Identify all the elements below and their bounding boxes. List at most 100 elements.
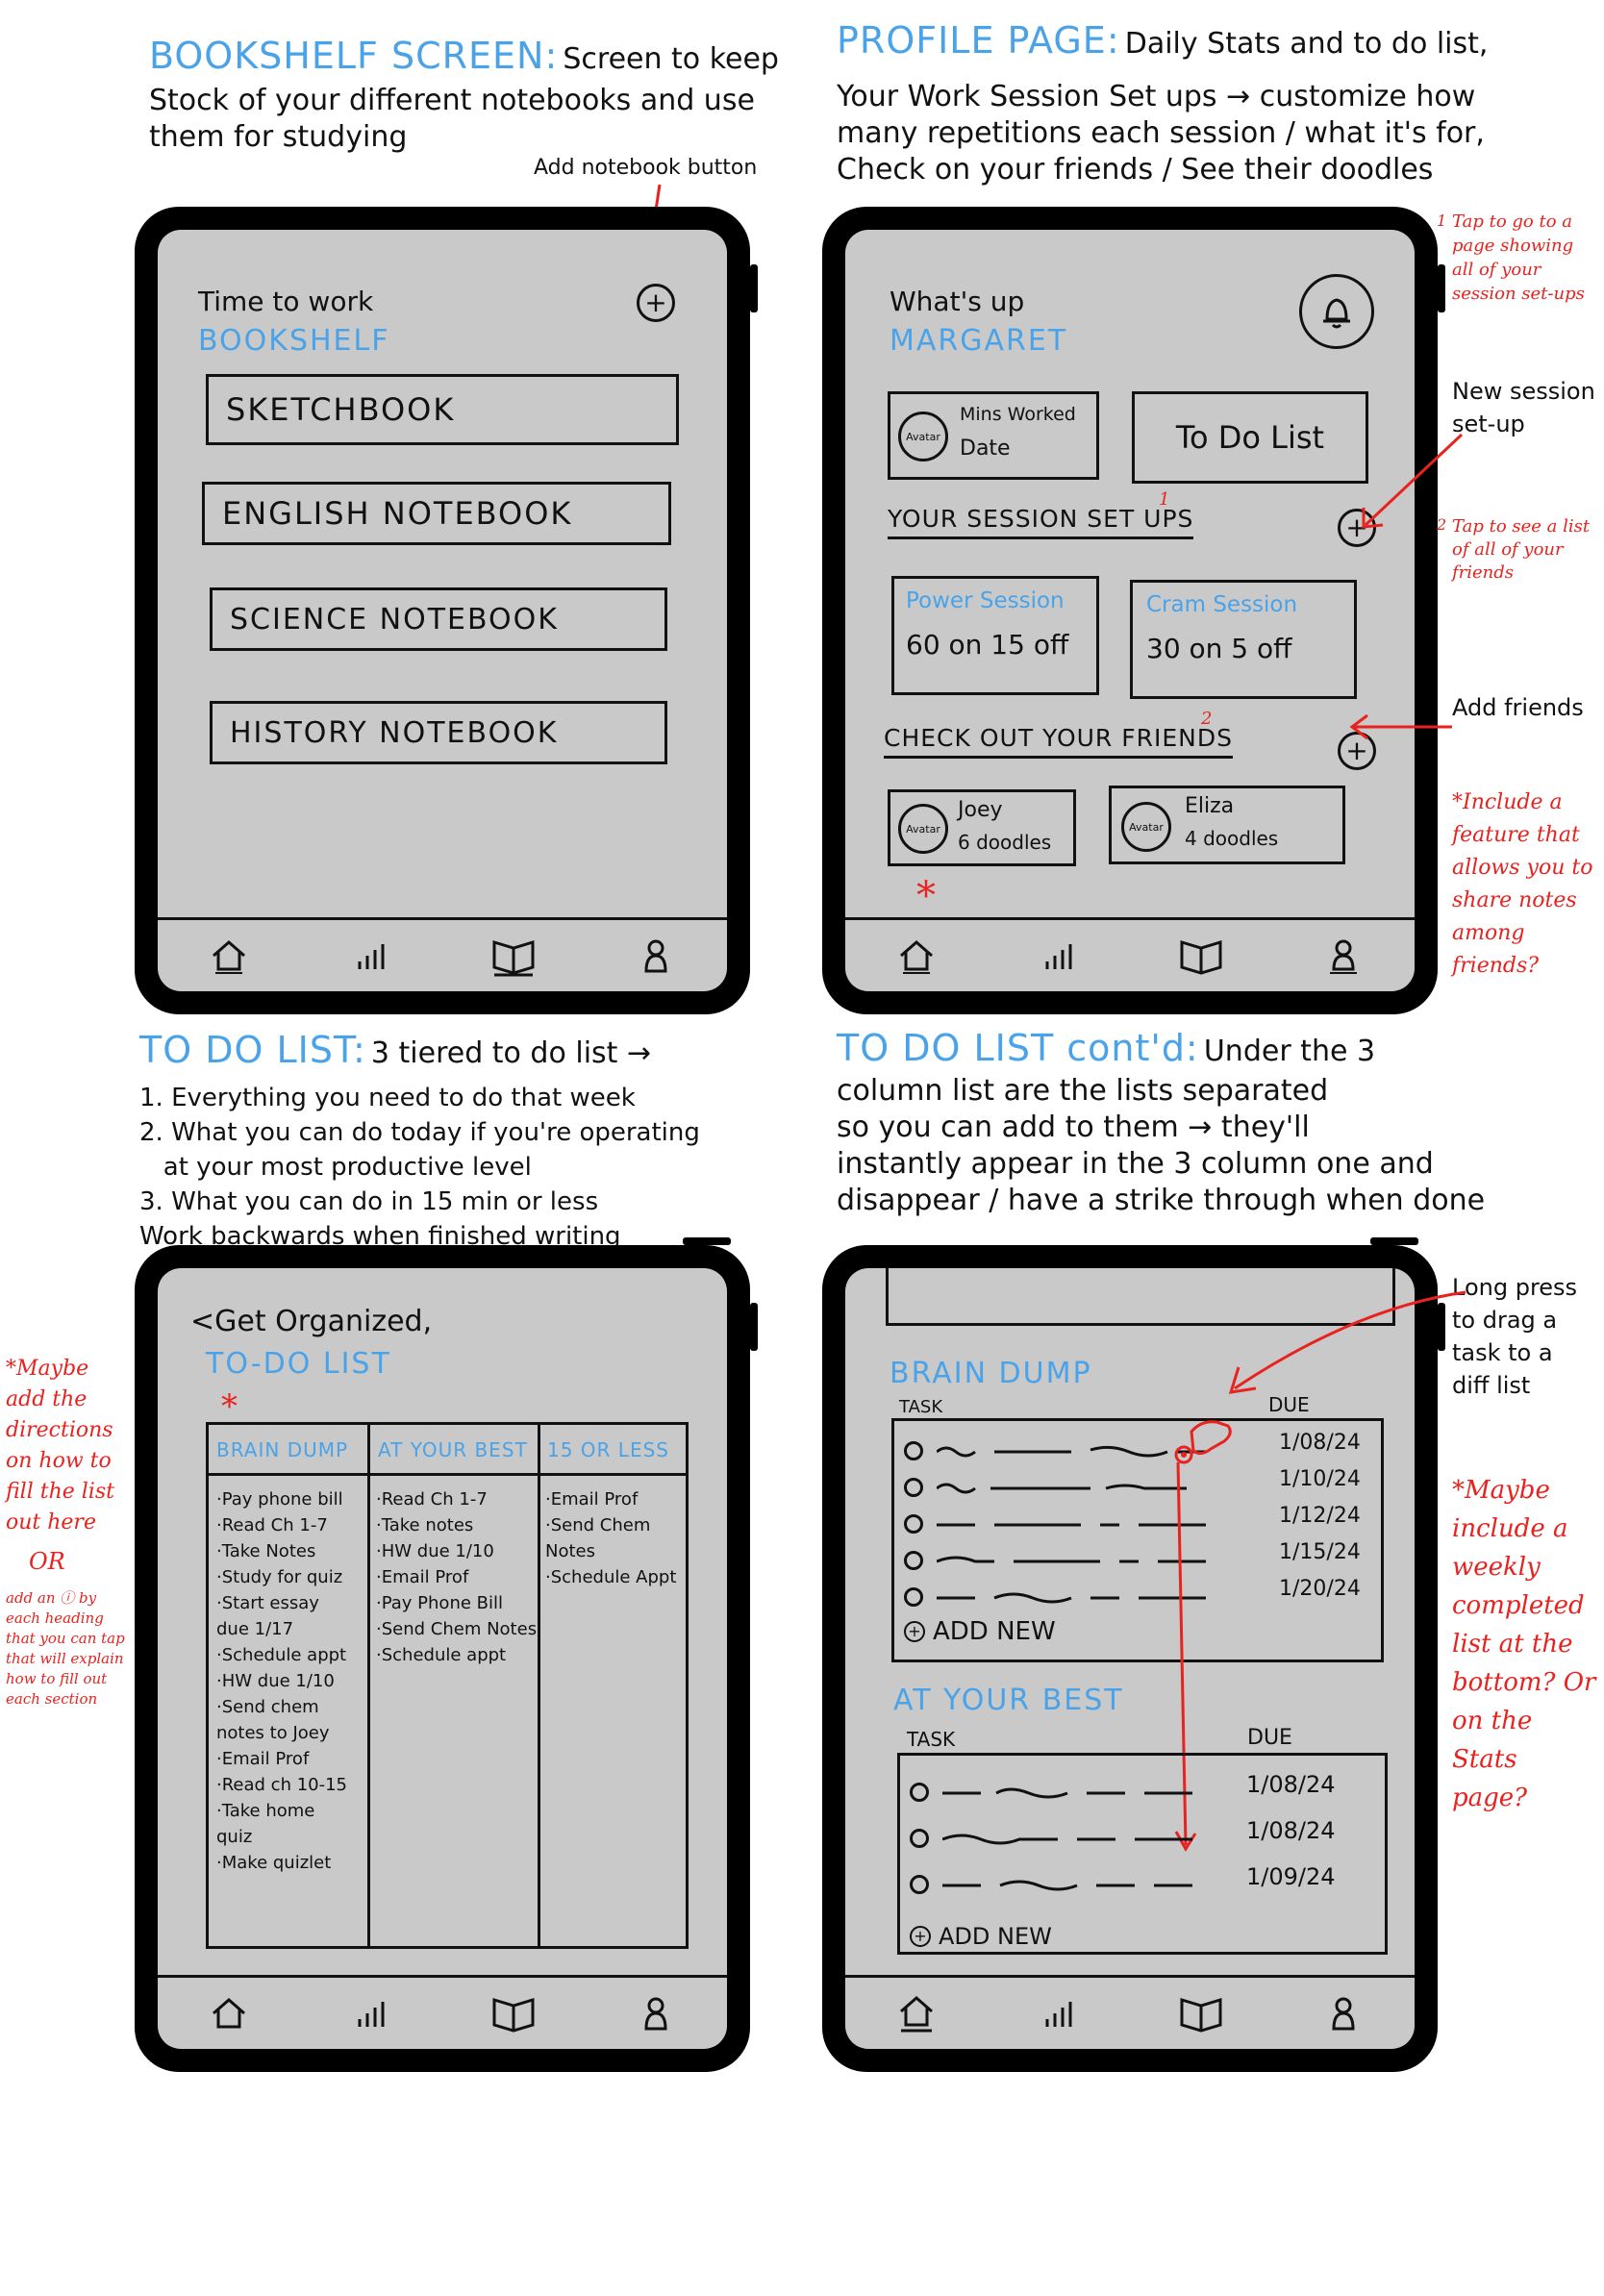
home-icon[interactable] [893,1990,940,2036]
bookshelf-tablet: Time to work BOOKSHELF + SKETCHBOOK ENGL… [135,207,758,1014]
tap1-num: 1 [1437,212,1447,230]
session-setups-heading[interactable]: YOUR SESSION SET UPS [888,505,1194,539]
notebook-history[interactable]: HISTORY NOTEBOOK [210,701,667,764]
due-date: 1/08/24 [1279,1431,1361,1455]
daily-stats-card[interactable]: Avatar Mins Worked Date [888,391,1099,480]
q2-desc-line3: many repetitions each session / what it'… [837,116,1485,150]
home-icon[interactable] [206,1990,252,2036]
book-icon[interactable] [490,933,537,979]
15-or-less-items[interactable]: ·Email Prof ·Send Chem Notes ·Schedule A… [545,1489,677,1587]
session-card-cram[interactable]: Cram Session 30 on 5 off [1130,580,1357,699]
book-icon[interactable] [1178,933,1224,979]
directions-marker: * [221,1387,238,1426]
task-row[interactable] [904,1433,1206,1469]
share-notes-note: *Include a feature that allows you to sh… [1452,790,1593,978]
q2-caption-desc1: Daily Stats and to do list, [1124,27,1489,61]
stats-icon[interactable] [348,1990,394,2036]
friend-name: Joey [958,798,1003,822]
friends-marker: 2 [1201,709,1213,729]
add-icon: + [910,1926,931,1947]
q2-desc-line2: Your Work Session Set ups → customize ho… [837,80,1476,113]
q1-desc-line2: Stock of your different notebooks and us… [149,84,755,117]
session-name: Power Session [906,588,1065,613]
notification-button[interactable] [1299,274,1374,349]
at-your-best-heading: AT YOUR BEST [893,1684,1124,1717]
task-row[interactable] [904,1542,1206,1579]
task-row[interactable] [910,1815,1192,1861]
brain-dump-items[interactable]: ·Pay phone bill ·Read Ch 1-7 ·Take Notes… [216,1489,348,1873]
add-friend-button[interactable]: + [1338,732,1376,770]
book-icon[interactable] [490,1990,537,2036]
add-new-label: ADD NEW [933,1617,1056,1646]
q4-caption: TO DO LIST cont'd: Under the 3 [837,1027,1375,1069]
back-button[interactable]: <Get Organized, [190,1305,433,1338]
profile-icon[interactable] [633,933,679,979]
q1-caption-desc1: Screen to keep [563,42,779,76]
q3-list-2: 2. What you can do today if you're opera… [139,1118,700,1147]
todo-list-button[interactable]: To Do List [1132,391,1368,484]
stats-icon[interactable] [1036,933,1082,979]
bell-icon [1323,298,1350,329]
profile-icon[interactable] [1320,1990,1366,2036]
checkbox[interactable] [904,1514,923,1534]
task-row[interactable] [910,1861,1192,1908]
q4-desc-line4: instantly appear in the 3 column one and [837,1147,1434,1181]
checkbox[interactable] [904,1587,923,1607]
task-row[interactable] [904,1469,1206,1506]
todo-detail-tablet: BRAIN DUMP TASK DUE 1/08/24 1/10/24 1/12… [822,1237,1445,2072]
todo-detail-tabbar [845,1975,1415,2049]
at-your-best-list: 1/08/24 1/08/24 1/09/24 + ADD NEW [897,1753,1388,1955]
profile-icon[interactable] [633,1990,679,2036]
todo-detail-screen: BRAIN DUMP TASK DUE 1/08/24 1/10/24 1/12… [845,1268,1415,2049]
session-card-power[interactable]: Power Session 60 on 15 off [891,576,1099,695]
q3-list-2b: at your most productive level [139,1153,532,1182]
due-date: 1/10/24 [1279,1467,1361,1491]
stats-icon[interactable] [348,933,394,979]
add-notebook-annotation: Add notebook button [534,156,758,180]
checkbox[interactable] [904,1478,923,1497]
add-new-label: ADD NEW [939,1923,1052,1950]
q4-desc-line5: disappear / have a strike through when d… [837,1184,1486,1217]
weekly-list-note: *Maybe include a weekly completed list a… [1452,1476,1596,1812]
checkbox[interactable] [910,1783,929,1802]
friend-card-eliza[interactable]: Avatar Eliza 4 doodles [1109,786,1345,864]
checkbox[interactable] [910,1875,929,1894]
avatar: Avatar [1121,802,1171,852]
task-row[interactable] [904,1579,1206,1615]
notebook-science[interactable]: SCIENCE NOTEBOOK [210,587,667,651]
checkbox[interactable] [910,1829,929,1848]
home-icon[interactable] [206,933,252,979]
at-your-best-items[interactable]: ·Read Ch 1-7 ·Take notes ·HW due 1/10 ·E… [376,1489,538,1665]
checkbox[interactable] [904,1551,923,1570]
profile-icon[interactable] [1320,933,1366,979]
notebook-english[interactable]: ENGLISH NOTEBOOK [202,482,671,545]
home-icon[interactable] [893,933,940,979]
q2-caption-title: PROFILE PAGE: [837,19,1120,62]
friend-card-joey[interactable]: Avatar Joey 6 doodles [888,789,1076,866]
mins-worked-label: Mins Worked [960,404,1076,425]
q3-list-3: 3. What you can do in 15 min or less [139,1187,599,1216]
column-head-at-your-best[interactable]: AT YOUR BEST [378,1438,528,1461]
q4-caption-title: TO DO LIST cont'd: [837,1027,1199,1069]
q1-caption: BOOKSHELF SCREEN: Screen to keep [149,35,779,77]
add-new-at-your-best[interactable]: + ADD NEW [910,1923,1052,1950]
friends-heading[interactable]: CHECK OUT YOUR FRIENDS [884,724,1233,759]
q2-desc-line4: Check on your friends / See their doodle… [837,153,1434,187]
notebook-sketchbook[interactable]: SKETCHBOOK [206,374,679,445]
column-head-15-or-less[interactable]: 15 OR LESS [547,1438,669,1461]
stats-icon[interactable] [1036,1990,1082,2036]
q1-caption-title: BOOKSHELF SCREEN: [149,35,559,77]
q3-caption-desc1: 3 tiered to do list → [370,1036,652,1070]
checkbox[interactable] [904,1441,923,1460]
avatar: Avatar [898,412,948,462]
task-row[interactable] [904,1506,1206,1542]
add-new-brain-dump[interactable]: + ADD NEW [904,1617,1056,1646]
friend-name: Eliza [1185,794,1235,818]
column-head-brain-dump[interactable]: BRAIN DUMP [216,1438,349,1461]
book-icon[interactable] [1178,1990,1224,2036]
add-notebook-button[interactable]: + [637,284,675,322]
task-row[interactable] [910,1769,1192,1815]
bookshelf-screen: Time to work BOOKSHELF + SKETCHBOOK ENGL… [158,230,727,991]
profile-tablet: What's up MARGARET Avatar Mins Worked Da… [822,207,1445,1014]
task-label: TASK [899,1397,943,1417]
